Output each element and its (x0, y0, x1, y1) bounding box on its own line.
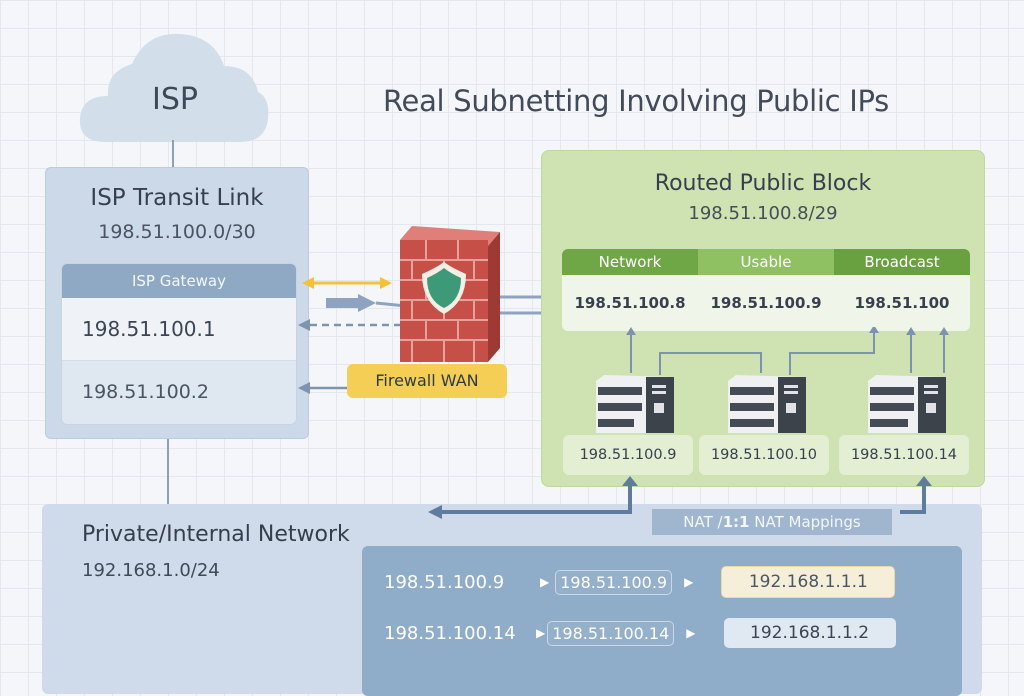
private-network-title: Private/Internal Network (82, 522, 350, 547)
arrow-to-wan (298, 382, 348, 394)
firewall-wan-badge: Firewall WAN (347, 364, 507, 398)
diagram-title: Real Subnetting Involving Public IPs (383, 84, 889, 118)
broadcast-address: 198.51.100 (854, 294, 950, 312)
server-ip-2: 198.51.100.10 (699, 435, 829, 475)
isp-transit-title: ISP Transit Link (90, 185, 264, 211)
nat-mapping-panel: 198.51.100.9 ▶ 198.51.100.9 ▶ 192.168.1.… (362, 546, 962, 696)
public-ip: 198.51.100.14 (384, 622, 516, 644)
isp-private-link-line (167, 437, 169, 504)
translated-ip: 198.51.100.9 (555, 569, 673, 595)
routed-public-block-panel: Routed Public Block 198.51.100.8/29 Netw… (541, 150, 985, 487)
nat-arrows (428, 476, 932, 519)
nat-label-ratio: 1:1 (722, 513, 750, 531)
server-ip-1: 198.51.100.9 (563, 435, 693, 475)
server-icon (868, 375, 946, 433)
network-address: 198.51.100.8 (574, 294, 686, 312)
usable-address: 198.51.100.9 (710, 294, 822, 312)
server-icon (728, 375, 806, 433)
wan-ip: 198.51.100.2 (82, 381, 209, 403)
arrow-icon: ▶ (536, 626, 546, 640)
nat-label-suffix: NAT Mappings (749, 513, 861, 531)
private-ip: 192.168.1.1.2 (723, 618, 896, 648)
nat-label-prefix: NAT / (683, 513, 723, 531)
isp-cloud-label: ISP (152, 82, 198, 117)
server-icon (596, 375, 674, 433)
arrow-icon: ▶ (684, 575, 694, 589)
address-table: Network Usable Broadcast 198.51.100.8 19… (562, 249, 970, 331)
nat-mapping-row: 198.51.100.9 ▶ 198.51.100.9 ▶ 192.168.1.… (384, 566, 896, 598)
private-ip: 192.168.1.1.1 (721, 566, 896, 598)
nat-mappings-label: NAT /1:1 NAT Mappings (652, 509, 892, 535)
arrow-icon: ▶ (686, 626, 696, 640)
column-broadcast: Broadcast (834, 249, 970, 275)
inbound-arrow (326, 294, 407, 312)
isp-transit-panel: ISP Transit Link 198.51.100.0/30 ISP Gat… (45, 167, 309, 439)
routed-block-subnet: 198.51.100.8/29 (688, 203, 838, 224)
shield-icon (427, 268, 461, 308)
cloud-link-line (172, 140, 174, 168)
server-links (626, 327, 949, 375)
dashed-arrow-to-gateway (298, 319, 406, 331)
gateway-ip: 198.51.100.1 (62, 298, 296, 361)
nat-mapping-row: 198.51.100.14 ▶ 198.51.100.14 ▶ 192.168.… (384, 618, 896, 648)
private-network-subnet: 192.168.1.0/24 (82, 560, 220, 581)
isp-gateway-card: ISP Gateway 198.51.100.1 198.51.100.2 (61, 263, 297, 425)
column-network: Network (562, 249, 698, 275)
server-ip-3: 198.51.100.14 (839, 435, 969, 475)
isp-gateway-header: ISP Gateway (62, 264, 296, 298)
routed-block-title: Routed Public Block (654, 171, 872, 196)
firewall-icon (400, 226, 500, 362)
cloud-icon (79, 33, 269, 142)
public-ip: 198.51.100.9 (384, 571, 505, 593)
arrow-icon: ▶ (540, 575, 550, 589)
isp-transit-subnet: 198.51.100.0/30 (98, 221, 256, 243)
private-network-panel: Private/Internal Network 192.168.1.0/24 … (42, 504, 982, 696)
bidirectional-arrow (302, 277, 392, 289)
translated-ip: 198.51.100.14 (547, 620, 675, 646)
column-usable: Usable (698, 249, 834, 275)
